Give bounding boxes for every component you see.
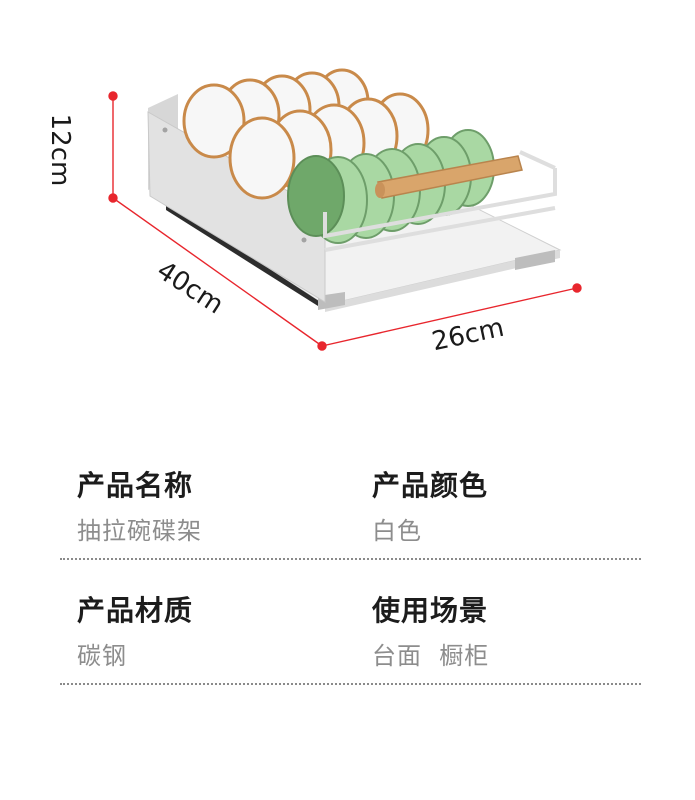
spec-value: 台面 橱柜 — [372, 642, 490, 670]
spec-item-product-name: 产品名称 抽拉碗碟架 — [77, 466, 202, 548]
dimension-dot — [108, 91, 118, 101]
spec-value: 抽拉碗碟架 — [77, 517, 202, 545]
dimension-dot — [572, 283, 582, 293]
screw-icon — [162, 127, 168, 133]
rack-body — [147, 68, 562, 312]
spec-value: 白色 — [372, 517, 422, 545]
depth-dimension-line — [112, 197, 323, 347]
spec-title: 产品材质 — [77, 594, 194, 627]
spec-item-material: 产品材质 碳钢 — [77, 591, 193, 673]
spec-title: 产品名称 — [77, 469, 194, 502]
spec-item-product-color: 产品颜色 白色 — [372, 466, 488, 548]
screw-icon — [301, 237, 307, 243]
rack-foot — [515, 250, 555, 270]
spec-item-usage-scene: 使用场景 台面 橱柜 — [372, 591, 489, 673]
spec-value: 碳钢 — [77, 642, 127, 670]
product-figure: 12cm 40cm 26cm — [45, 68, 582, 357]
height-dimension-label: 12cm — [45, 113, 75, 187]
spec-title: 产品颜色 — [372, 469, 489, 502]
spec-title: 使用场景 — [372, 594, 489, 627]
rack-base-edge — [325, 250, 560, 312]
spec-row: 产品名称 抽拉碗碟架 产品颜色 白色 — [60, 466, 641, 560]
rack-wire-frame — [323, 150, 557, 252]
dimension-lines — [108, 91, 582, 351]
dish-rack-illustration — [108, 68, 582, 351]
width-dimension-line — [321, 287, 578, 347]
rolling-pin — [375, 155, 523, 199]
spec-row: 产品材质 碳钢 使用场景 台面 橱柜 — [60, 591, 641, 685]
